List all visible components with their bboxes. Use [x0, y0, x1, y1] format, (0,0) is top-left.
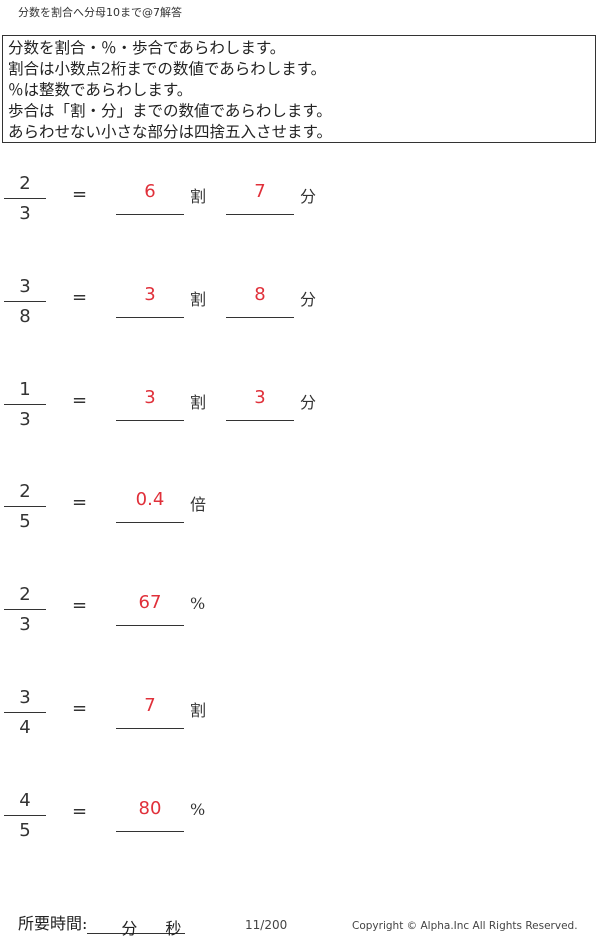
answer-blank: 3 — [226, 386, 294, 421]
denominator: 3 — [19, 409, 31, 430]
equals-sign: = — [72, 595, 88, 616]
unit-label: 分 — [300, 393, 317, 412]
answer-blank: 67 — [116, 591, 184, 626]
problem-4: 2 5 = 0.4 倍 — [0, 480, 600, 550]
denominator: 3 — [19, 614, 31, 635]
fraction-bar — [4, 404, 46, 405]
problem-2: 3 8 = 3 割 8 分 — [0, 275, 600, 345]
time-taken: 所要時間:分秒 — [18, 910, 186, 938]
problem-5: 2 3 = 67 % — [0, 583, 600, 653]
problem-1: 2 3 = 6 割 7 分 — [0, 172, 600, 242]
fraction: 1 3 — [4, 378, 46, 432]
fraction: 3 8 — [4, 275, 46, 329]
unit-label: 割 — [190, 187, 207, 206]
answer-blank: 7 — [116, 694, 184, 729]
page-number: 11/200 — [245, 918, 288, 932]
unit-label: 割 — [190, 393, 207, 412]
equals-sign: = — [72, 492, 88, 513]
page-title: 分数を割合へ分母10まで@7解答 — [18, 6, 182, 19]
unit-label: 割 — [190, 701, 207, 720]
unit-label: 倍 — [190, 495, 207, 514]
fraction-bar — [4, 301, 46, 302]
instruction-line: ％は整数であらわします。 — [8, 81, 193, 99]
instruction-line: 割合は小数点2桁までの数値であらわします。 — [8, 60, 327, 78]
fraction: 2 5 — [4, 480, 46, 534]
fraction-bar — [4, 609, 46, 610]
unit-label: 分 — [300, 290, 317, 309]
numerator: 3 — [19, 687, 31, 708]
fraction: 2 3 — [4, 172, 46, 226]
equals-sign: = — [72, 390, 88, 411]
numerator: 3 — [19, 276, 31, 297]
equals-sign: = — [72, 801, 88, 822]
numerator: 2 — [19, 481, 31, 502]
denominator: 5 — [19, 511, 31, 532]
denominator: 4 — [19, 717, 31, 738]
numerator: 4 — [19, 790, 31, 811]
fraction-bar — [4, 198, 46, 199]
equals-sign: = — [72, 287, 88, 308]
denominator: 3 — [19, 203, 31, 224]
seconds-label: 秒 — [165, 919, 182, 938]
instructions-box: 分数を割合・％・歩合であらわします。 割合は小数点2桁までの数値であらわします。… — [2, 35, 596, 143]
fraction: 4 5 — [4, 789, 46, 843]
equals-sign: = — [72, 698, 88, 719]
equals-sign: = — [72, 184, 88, 205]
numerator: 2 — [19, 173, 31, 194]
instruction-line: 分数を割合・％・歩合であらわします。 — [8, 39, 286, 57]
copyright: Copyright © Alpha.Inc All Rights Reserve… — [352, 920, 578, 932]
answer-blank: 6 — [116, 180, 184, 215]
problem-6: 3 4 = 7 割 — [0, 686, 600, 756]
unit-label: % — [190, 594, 206, 613]
answer-blank: 8 — [226, 283, 294, 318]
instruction-line: 歩合は「割・分」までの数値であらわします。 — [8, 102, 332, 120]
problem-3: 1 3 = 3 割 3 分 — [0, 378, 600, 448]
numerator: 2 — [19, 584, 31, 605]
fraction-bar — [4, 506, 46, 507]
minutes-label: 分 — [121, 919, 138, 938]
problem-7: 4 5 = 80 % — [0, 789, 600, 859]
denominator: 5 — [19, 820, 31, 841]
numerator: 1 — [19, 379, 31, 400]
unit-label: 分 — [300, 187, 317, 206]
fraction-bar — [4, 815, 46, 816]
fraction: 2 3 — [4, 583, 46, 637]
unit-label: % — [190, 800, 206, 819]
answer-blank: 3 — [116, 283, 184, 318]
denominator: 8 — [19, 306, 31, 327]
time-blank: 分秒 — [87, 915, 186, 938]
answer-blank: 0.4 — [116, 488, 184, 523]
answer-blank: 7 — [226, 180, 294, 215]
unit-label: 割 — [190, 290, 207, 309]
fraction: 3 4 — [4, 686, 46, 740]
time-label: 所要時間: — [18, 914, 88, 933]
answer-blank: 80 — [116, 797, 184, 832]
answer-blank: 3 — [116, 386, 184, 421]
fraction-bar — [4, 712, 46, 713]
instruction-line: あらわせない小さな部分は四捨五入させます。 — [8, 123, 332, 141]
